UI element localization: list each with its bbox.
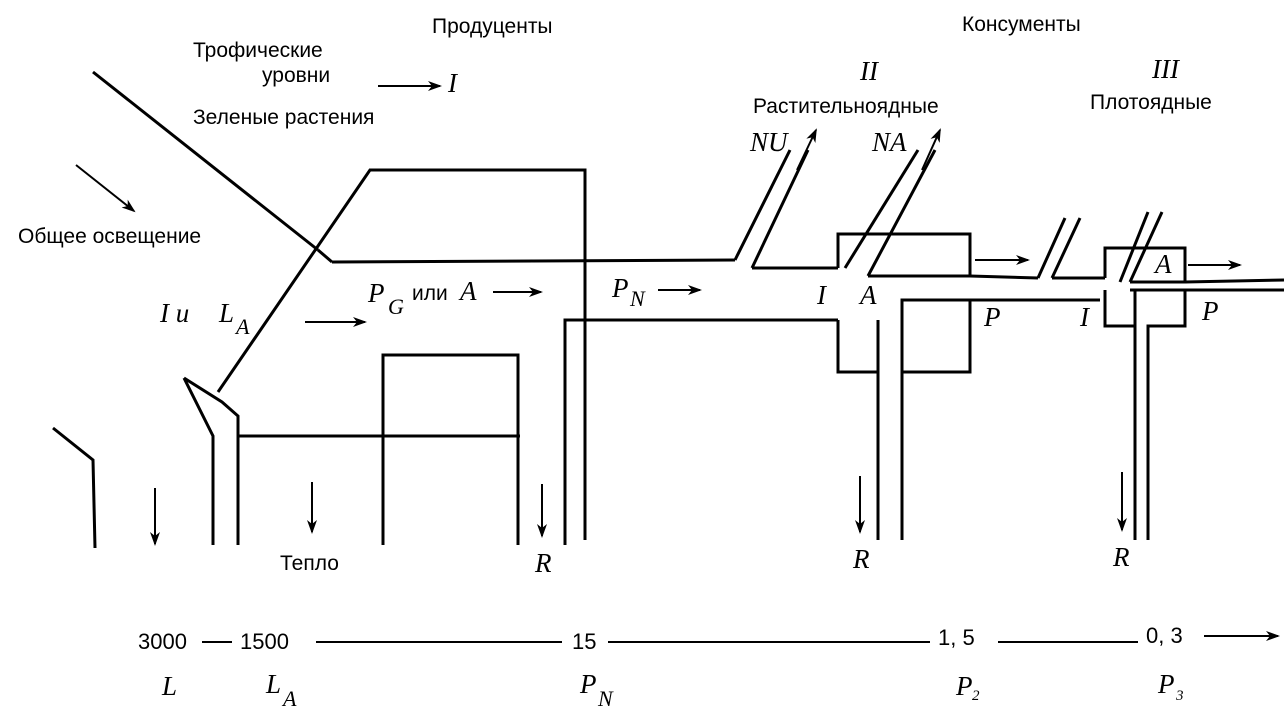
nu-label: NU [749, 127, 789, 157]
scale-value-4: 1, 5 [938, 625, 975, 650]
producer-net-channel [563, 318, 838, 545]
scale-label-3: P [579, 669, 597, 699]
herbivore-lower-box [836, 320, 878, 374]
pg-label: P [367, 278, 385, 308]
herbivore-a-label: A [858, 280, 877, 310]
producer-left-wedge [182, 377, 215, 545]
scale-value-3: 15 [572, 629, 596, 654]
nu-channel [733, 149, 792, 261]
herbivore-ingestion-box [836, 232, 972, 278]
arrow-na [921, 128, 941, 171]
scale-value-2: 1500 [240, 629, 289, 654]
light-path-line [317, 248, 333, 264]
trophic-levels-label-2: уровни [262, 64, 330, 87]
pn-label: P [611, 273, 629, 303]
scale-label-1: L [161, 671, 177, 701]
carnivore-i-box [1103, 290, 1137, 328]
producer-top-flow-line [331, 258, 736, 264]
light-ray-line [92, 70, 319, 252]
herbivore-i-label: I [816, 280, 828, 310]
level-ii-label: II [859, 56, 880, 86]
r3-label: R [1112, 542, 1130, 572]
na-label: NA [871, 127, 907, 157]
carnivore-i-label: I [1079, 302, 1091, 332]
level-iii-label: III [1151, 54, 1181, 84]
la-sub-label: A [234, 314, 250, 339]
scale-value-1: 3000 [138, 629, 187, 654]
herbivores-label: Растительноядные [753, 95, 939, 118]
carnivores-label: Плотоядные [1090, 91, 1212, 114]
nu-channel-inner [750, 149, 810, 269]
herbivore-exit-left [1036, 217, 1067, 279]
carnivore-p-label: P [1201, 296, 1219, 326]
na-channel-right [866, 149, 937, 277]
total-light-label: Общее освещение [18, 225, 201, 248]
producer-outer-bottom [183, 376, 520, 438]
pg-or-label: или [412, 282, 448, 305]
scale-value-5: 0, 3 [1146, 623, 1183, 648]
herbivore-upper-to-carnivore [969, 274, 1039, 280]
producers-label: Продуценты [432, 15, 553, 38]
trophic-levels-label-1: Трофические [193, 39, 323, 62]
carnivore-production-box [1146, 290, 1187, 540]
scale-label-3-sub: N [597, 686, 614, 711]
scale-label-5-sub: 3 [1175, 688, 1184, 704]
scale-label-5: P [1157, 669, 1175, 699]
scale-label-4-sub: 2 [972, 688, 980, 704]
herbivore-production-box [900, 298, 972, 540]
la-label: L [218, 298, 234, 328]
arrow-total-light [75, 164, 136, 213]
scale-label-4: P [955, 671, 973, 701]
carnivore-a-label: A [1153, 249, 1172, 279]
arrow-nu [796, 128, 817, 171]
scale-label-2: L [265, 669, 281, 699]
reflected-light-line [52, 426, 97, 549]
herbivore-p-label: P [983, 302, 1001, 332]
scale-label-2-sub: A [281, 686, 297, 711]
carnivore-channel-right [1128, 211, 1164, 283]
carnivore-out-top [1184, 278, 1285, 284]
pg-sub-label: G [388, 294, 404, 319]
producer-respiration-box [381, 353, 520, 545]
consumers-label: Консументы [962, 13, 1081, 36]
na-channel-left [843, 149, 920, 269]
level-i-label: I [447, 68, 459, 98]
r1-label: R [534, 548, 552, 578]
pg-a-label: A [458, 276, 477, 306]
carnivore-channel-left [1118, 211, 1150, 283]
heat-label: Тепло [280, 552, 339, 575]
pn-sub-label: N [629, 286, 646, 311]
i-and-label: I и [159, 298, 189, 328]
carnivore-ingestion-box [1103, 246, 1187, 284]
r2-label: R [852, 544, 870, 574]
producer-block-outline [216, 168, 587, 540]
herbivore-exit-right [1050, 217, 1082, 279]
green-plants-label: Зеленые растения [193, 106, 374, 129]
